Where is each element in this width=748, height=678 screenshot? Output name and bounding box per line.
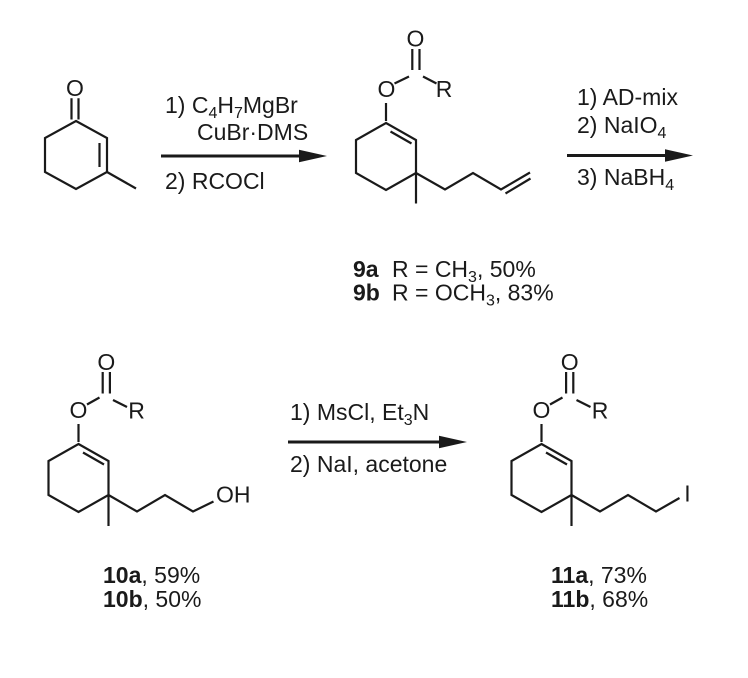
arrow-head [299, 149, 327, 163]
ester-oxygen-label: O [378, 76, 396, 102]
oxygen-carbonyl-bond [86, 396, 101, 406]
carbonyl-double-bond [411, 49, 421, 70]
compound-10b-yield: 10b, 50% [103, 586, 201, 612]
carbonyl-oxygen-label: O [561, 349, 579, 375]
arrow-step2: 1) AD-mix 2) NaIO4 3) NaBH4 [567, 84, 693, 194]
carbonyl-r-bond [576, 399, 591, 408]
methyl-bond [106, 171, 137, 190]
carbonyl-double-bond [565, 372, 575, 394]
carbonyl-oxygen-label: O [97, 349, 115, 375]
carbonyl-double-bond [101, 372, 111, 394]
enol-double-bond-inner [389, 130, 413, 145]
ring-bonds [47, 442, 110, 514]
reagent-step3-line1: 1) MsCl, Et3N [290, 399, 429, 429]
carbonyl-r-bond [422, 75, 438, 85]
reagent-step1-line2: CuBr·DMS [197, 119, 308, 145]
ester-oxygen-label: O [70, 397, 88, 423]
oxygen-carbonyl-bond [394, 75, 410, 85]
iodine-label: I [684, 481, 690, 507]
carbonyl-r-bond [112, 399, 128, 408]
r-group-label: R [128, 398, 145, 424]
ring-bonds [354, 121, 418, 192]
arrow-head [439, 435, 467, 449]
oxygen-carbonyl-bond [549, 396, 564, 406]
compound-9a-r-group-yield: R = CH3, 50% [392, 256, 536, 286]
propanol-chain-bonds [107, 493, 214, 513]
arrow-head [665, 149, 693, 162]
reagent-step1-line3: 2) RCOCl [165, 168, 265, 194]
label-compound-11: 11a, 73% 11b, 68% [551, 562, 648, 612]
ring-bonds [43, 119, 109, 191]
label-compound-9: 9a R = CH3, 50% 9b R = OCH3, 83% [353, 256, 554, 310]
enol-double-bond-inner [82, 451, 105, 466]
label-compound-10: 10a, 59% 10b, 50% [103, 562, 201, 612]
structure-compound-10: O O R OH [47, 349, 251, 526]
butenyl-chain-bonds [415, 171, 531, 191]
compound-10a-yield: 10a, 59% [103, 562, 200, 588]
r-group-label: R [436, 76, 453, 102]
ester-oxygen-label: O [533, 397, 551, 423]
arrow-step3: 1) MsCl, Et3N 2) NaI, acetone [288, 399, 467, 477]
reagent-step1-line1: 1) C4H7MgBr [165, 92, 298, 122]
carbonyl-double-bond [70, 98, 80, 120]
structure-compound-11: O O R I [510, 349, 691, 526]
structure-compound-9: O O R [354, 26, 532, 204]
reagent-step2-line3: 3) NaBH4 [577, 164, 674, 194]
structure-enone: O [43, 75, 137, 191]
compound-id-9b: 9b [353, 280, 380, 306]
ketone-oxygen-label: O [66, 75, 84, 101]
arrow-step1: 1) C4H7MgBr CuBr·DMS 2) RCOCl [161, 92, 327, 194]
iodopropyl-chain-bonds [570, 493, 681, 513]
compound-9b-r-group-yield: R = OCH3, 83% [392, 280, 554, 310]
compound-id-9a: 9a [353, 256, 379, 282]
r-group-label: R [592, 398, 609, 424]
compound-11b-yield: 11b, 68% [551, 586, 648, 612]
hydroxyl-label: OH [216, 482, 251, 508]
vinyl-double-bond-inner [504, 177, 532, 195]
carbonyl-oxygen-label: O [407, 26, 425, 52]
reagent-step2-line1: 1) AD-mix [577, 84, 678, 110]
reagent-step3-line2: 2) NaI, acetone [290, 451, 447, 477]
ring-bonds [510, 442, 573, 514]
enol-double-bond-inner [545, 451, 568, 466]
reagent-step2-line2: 2) NaIO4 [577, 112, 667, 142]
compound-11a-yield: 11a, 73% [551, 562, 647, 588]
